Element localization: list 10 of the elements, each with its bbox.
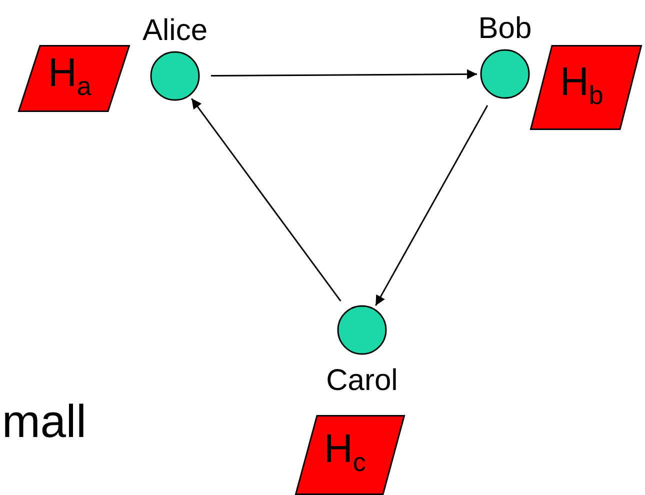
node-label: H$_{c}$ — [324, 429, 366, 475]
node-label: Bob — [477, 14, 533, 44]
node-label: Alice — [141, 16, 209, 46]
node-label: H$_{a}$ — [48, 52, 92, 98]
arrow — [191, 98, 342, 302]
partial-word: mall — [2, 398, 86, 444]
node-label: Carol — [325, 366, 399, 396]
arrow — [211, 69, 477, 80]
arrow — [375, 105, 488, 306]
node-label: H$_{b}$ — [560, 62, 604, 108]
